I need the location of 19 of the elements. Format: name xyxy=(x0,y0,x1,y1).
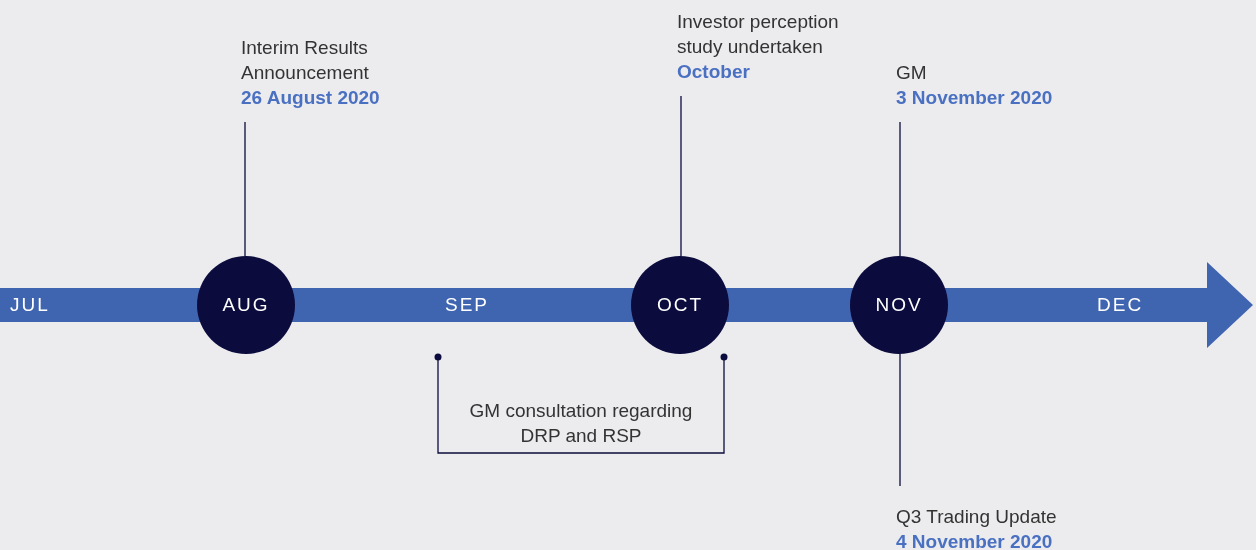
leader-line xyxy=(680,95,682,257)
period-note: GM consultation regarding DRP and RSP xyxy=(468,399,694,448)
month-circle: AUG xyxy=(197,256,295,354)
month-label: DEC xyxy=(1097,293,1144,317)
leader-line xyxy=(899,353,901,487)
month-circle: OCT xyxy=(631,256,729,354)
event-title: Interim Results Announcement xyxy=(241,36,370,85)
event-date: October xyxy=(677,60,751,84)
event-date: 26 August 2020 xyxy=(241,86,381,110)
event-title: GM xyxy=(896,61,928,85)
leader-line xyxy=(244,121,246,257)
event-title: Investor perception study undertaken xyxy=(677,10,840,59)
event-date: 4 November 2020 xyxy=(896,530,1054,550)
month-label: JUL xyxy=(10,293,50,317)
event-date: 3 November 2020 xyxy=(896,86,1054,110)
leader-line xyxy=(899,121,901,257)
month-label: SEP xyxy=(445,293,490,317)
event-title: Q3 Trading Update xyxy=(896,505,1058,529)
month-circle: NOV xyxy=(850,256,948,354)
